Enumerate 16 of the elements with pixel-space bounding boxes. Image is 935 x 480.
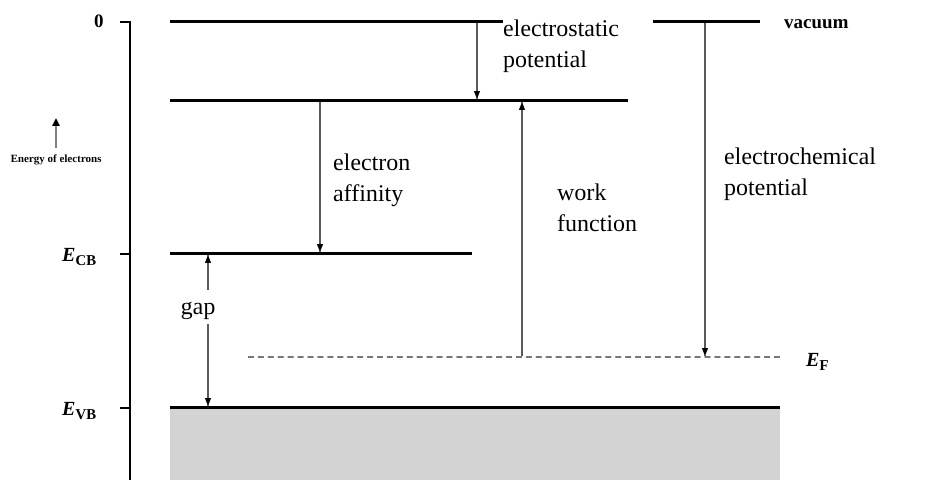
arrow <box>702 23 708 356</box>
axis-tick-label: E$_{VB}$ <box>62 397 96 424</box>
fermi-level-line <box>248 356 780 358</box>
arrow <box>204 324 212 406</box>
valence-band <box>170 406 780 480</box>
axis-tick-label: 0 <box>94 10 104 34</box>
axis-tick-label: E$_{CB}$ <box>62 243 96 270</box>
arrow <box>204 255 212 290</box>
arrow <box>518 102 526 356</box>
level-name: vacuum <box>784 11 848 35</box>
axis-title: Energy of electrons <box>10 152 102 166</box>
arrow <box>474 23 480 99</box>
energy-level-line <box>170 99 628 102</box>
arrow <box>316 102 324 252</box>
energy-level-line <box>170 252 472 255</box>
level-name: E$_{F}$ <box>806 348 829 375</box>
